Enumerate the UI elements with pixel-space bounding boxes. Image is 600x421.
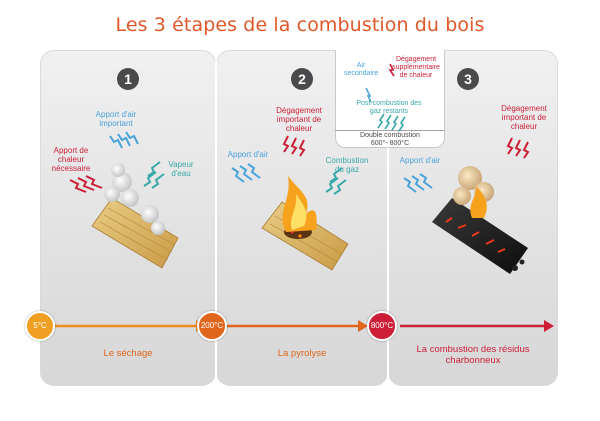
timeline-arrow-3 <box>400 320 554 332</box>
stage-1-air-label: Apport d'air important <box>95 110 137 128</box>
temp-badge-1: 5°C <box>25 311 55 341</box>
stage-1-heat-arrows <box>69 175 103 193</box>
stage-3-name: La combustion des résidus charbonneux <box>416 344 530 366</box>
temp-badge-3: 800°C <box>367 311 397 341</box>
post-combustion-label: Post-combustion des gaz restants <box>356 100 422 115</box>
stage-1-smoke <box>104 163 165 235</box>
stage-3-number: 3 <box>457 68 479 90</box>
stage-3-air-label: Apport d'air <box>399 156 441 165</box>
stage-3-heat-arrows <box>506 137 530 159</box>
double-combustion-title: Double combustion <box>360 132 420 139</box>
extra-heat-arrow <box>388 63 395 77</box>
double-combustion-box <box>335 50 445 148</box>
stage-2-heat-label: Dégagement important de chaleur <box>276 106 322 133</box>
stage-1-vapour-label: Vapeur d'eau <box>168 160 194 178</box>
stage-2-flame <box>282 176 317 232</box>
stage-2-name: La pyrolyse <box>277 348 327 359</box>
secondary-air-label: Air secondaire <box>344 62 379 77</box>
extra-heat-label: Dégagement supplémentaire de chaleur <box>392 56 440 79</box>
stage-3-charcoal <box>432 198 528 274</box>
stage-2-gas-label: Combustion du gaz <box>325 156 369 174</box>
timeline-arrow-1 <box>48 320 206 332</box>
stage-2-heat-arrows <box>282 135 306 157</box>
stage-1-wood <box>91 197 179 269</box>
post-combustion-arrows <box>377 113 406 132</box>
stage-1-vapour-arrows <box>143 161 165 189</box>
panel-divider <box>387 56 389 381</box>
stage-3-smoke <box>453 166 494 218</box>
temp-badge-2: 200°C <box>197 311 227 341</box>
double-combustion-base <box>335 130 445 148</box>
stage-2-gas-arrows <box>325 167 347 195</box>
stage-1-number: 1 <box>117 68 139 90</box>
stage-1-name: Le séchage <box>103 348 153 359</box>
stage-2-number: 2 <box>291 68 313 90</box>
stage-1-air-arrows <box>109 131 139 149</box>
page-title: Les 3 étapes de la combustion du bois <box>115 14 485 36</box>
stage-1-heat-label: Apport de chaleur nécessaire <box>51 146 91 173</box>
secondary-air-arrow <box>365 87 372 103</box>
double-combustion-range: 600°- 800°C <box>370 140 410 147</box>
stage-3-air-arrows <box>403 173 433 193</box>
stage-3-heat-label: Dégagement important de chaleur <box>501 104 547 131</box>
stage-2-air-arrows <box>231 163 261 183</box>
panel-divider <box>215 56 217 381</box>
timeline-arrow-2 <box>226 320 368 332</box>
stage-2-air-label: Apport d'air <box>227 150 269 159</box>
